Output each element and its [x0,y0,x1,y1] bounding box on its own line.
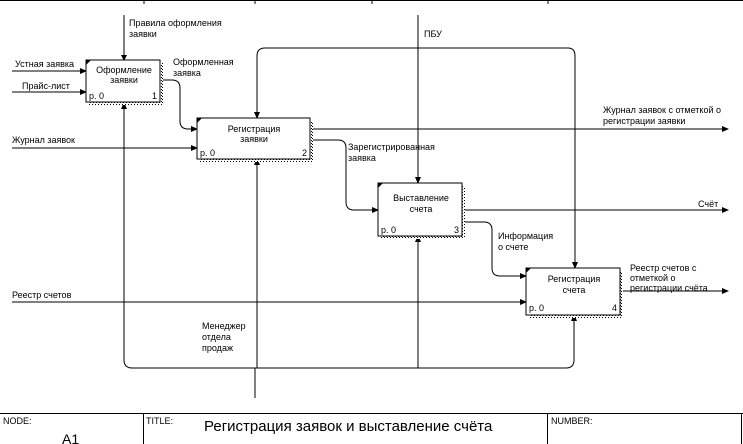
label-reestr-out-line2: отметкой о [630,273,676,283]
label-informaciya-line2: о счете [498,242,528,252]
footer-node-value: А1 [62,431,79,444]
label-reestr-out-line1: Реестр счетов с [630,263,697,273]
label-menedzher-line2: отдела [202,332,231,342]
label-reestr-in: Реестр счетов [12,290,72,300]
label-menedzher-line1: Менеджер [202,321,246,331]
footer-node-label: NODE: [3,416,32,426]
function-box-3[interactable]: Выставление счета р. 0 3 [377,182,465,239]
box-3-number: 3 [454,225,459,235]
box-2-label-line1: Регистрация [228,124,281,134]
arrow-menedzher-bus [123,103,575,369]
label-oformlennaya-line1: Оформленная [173,57,234,67]
function-box-4[interactable]: Регистрация счета р. 0 4 [525,267,623,318]
label-pbu: ПБУ [424,29,442,39]
arrows [12,15,729,398]
box-3-label-line1: Выставление [393,193,449,203]
label-zaregistr-line2: заявка [348,153,376,163]
box-1-label-line1: Оформление [96,65,152,75]
function-box-2[interactable]: Регистрация заявки р. 0 2 [196,117,313,162]
label-zhurnal-out-line2: регистрации заявки [603,116,685,126]
box-1-cost: р. 0 [89,91,104,101]
box-4-cost: р. 0 [529,303,544,313]
label-schet: Счёт [698,199,718,209]
box-2-label-line2: заявки [240,134,268,144]
footer-number-label: NUMBER: [551,416,593,426]
footer-title-value: Регистрация заявок и выставление счёта [204,418,493,435]
box-4-number: 4 [612,303,617,313]
label-prays: Прайс-лист [22,81,70,91]
label-zhurnal-in: Журнал заявок [12,135,75,145]
arrow-oformlennaya [160,79,197,130]
box-2-number: 2 [302,148,307,158]
label-pravila-line1: Правила оформления [129,18,222,28]
footer: NODE: А1 TITLE: Регистрация заявок и выс… [0,413,743,444]
box-4-label-line2: счета [563,285,586,295]
arrow-labels: Правила оформления заявки ПБУ Устная зая… [12,18,721,353]
label-menedzher-line3: продаж [202,343,233,353]
box-4-label-line1: Регистрация [548,274,601,284]
label-pravila-line2: заявки [129,29,157,39]
label-oformlennaya-line2: заявка [173,68,201,78]
box-3-label-line2: счета [410,204,433,214]
label-informaciya-line1: Информация [498,231,553,241]
arrow-zaregistr [310,139,378,211]
box-1-label-line2: заявки [110,75,138,85]
box-2-cost: р. 0 [200,148,215,158]
box-3-cost: р. 0 [381,225,396,235]
label-reestr-out-line3: регистрации счёта [630,283,708,293]
box-1-number: 1 [152,91,157,101]
function-box-1[interactable]: Оформление заявки р. 0 1 [85,59,163,105]
label-zhurnal-out-line1: Журнал заявок с отметкой о [603,105,721,115]
top-frame-ticks [0,0,743,4]
label-ustnaya: Устная заявка [15,59,74,69]
arrow-pbu-bus [256,47,576,268]
arrow-informaciya [462,221,526,277]
footer-title-label: TITLE: [146,416,173,426]
label-zaregistr-line1: Зарегистрированная [348,142,435,152]
